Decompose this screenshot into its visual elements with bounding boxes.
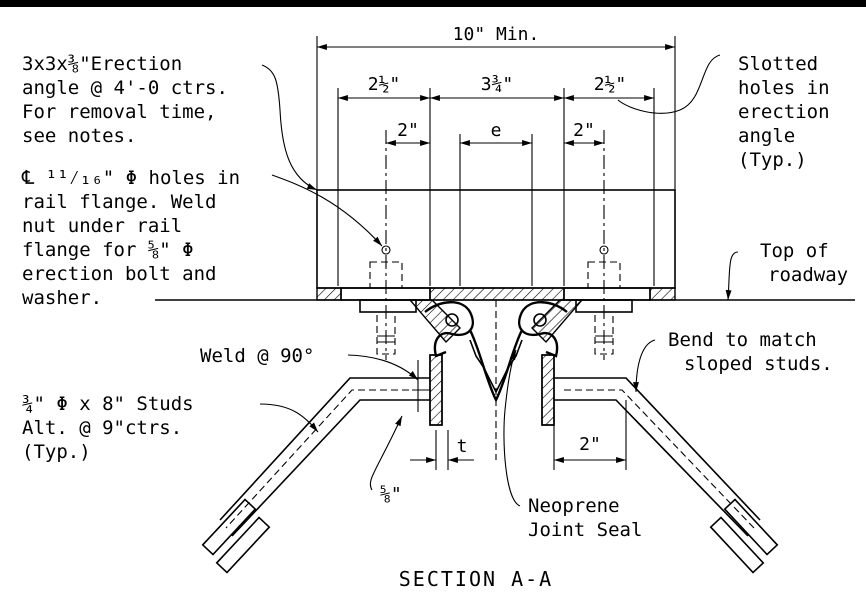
note-holes: ℄ ¹¹⁄₁₆" Φ holes in rail flange. Weld nu… — [21, 167, 240, 309]
dim-middle-span: 3¾" — [481, 74, 514, 95]
erection-bolts — [369, 245, 621, 355]
note-top-of-roadway: Top of roadway — [760, 240, 848, 286]
svg-text:erection: erection — [738, 101, 830, 123]
note-neoprene: Neoprene Joint Seal — [528, 495, 642, 541]
svg-text:rail flange. Weld: rail flange. Weld — [22, 191, 216, 213]
dim-t: t — [457, 436, 468, 457]
svg-text:angle @ 4'-0 ctrs.: angle @ 4'-0 ctrs. — [22, 77, 228, 99]
svg-text:Neoprene: Neoprene — [528, 495, 620, 517]
svg-text:¾" Φ x 8" Studs: ¾" Φ x 8" Studs — [22, 393, 194, 415]
dim-right-span: 2½" — [594, 74, 627, 95]
erection-angle — [316, 189, 676, 289]
note-bend: Bend to match sloped studs. — [668, 329, 833, 375]
svg-text:Slotted: Slotted — [738, 53, 818, 75]
svg-text:roadway: roadway — [768, 264, 848, 286]
dim-gap: e — [491, 120, 502, 141]
dim-overall: 10" Min. — [453, 24, 540, 45]
dimension-lines — [316, 36, 676, 286]
svg-text:(Typ.): (Typ.) — [738, 149, 807, 171]
dim-right-inner: 2" — [573, 120, 595, 141]
svg-text:For removal time,: For removal time, — [22, 101, 216, 123]
svg-text:Top of: Top of — [760, 240, 829, 262]
dim-left-span: 2½" — [368, 74, 401, 95]
svg-text:nut under rail: nut under rail — [22, 215, 182, 237]
leaders — [259, 54, 739, 507]
neoprene-seal — [468, 329, 524, 403]
section-title: SECTION A-A — [399, 567, 553, 591]
svg-text:see notes.: see notes. — [22, 125, 136, 147]
svg-text:washer.: washer. — [22, 287, 102, 309]
svg-text:flange for ⅝" Φ: flange for ⅝" Φ — [22, 239, 194, 261]
rail-right — [517, 299, 584, 426]
rail-left — [408, 299, 475, 426]
note-slotted-holes: Slotted holes in erection angle (Typ.) — [738, 53, 830, 171]
svg-text:Bend to match: Bend to match — [668, 329, 817, 351]
svg-text:holes in: holes in — [738, 77, 830, 99]
note-studs: ¾" Φ x 8" Studs Alt. @ 9"ctrs. (Typ.) — [22, 393, 194, 463]
svg-text:sloped studs.: sloped studs. — [684, 353, 833, 375]
svg-text:angle: angle — [738, 125, 795, 147]
svg-text:erection bolt and: erection bolt and — [22, 263, 216, 285]
svg-text:℄ ¹¹⁄₁₆" Φ holes in: ℄ ¹¹⁄₁₆" Φ holes in — [21, 167, 240, 189]
bottom-dimensions — [410, 400, 627, 470]
note-weld: Weld @ 90° — [200, 345, 314, 367]
svg-text:(Typ.): (Typ.) — [22, 441, 91, 463]
dim-five-eighths: ⅝" — [380, 484, 402, 505]
dim-stud-spacing: 2" — [579, 434, 601, 455]
studs-left — [201, 360, 430, 574]
dim-left-inner: 2" — [397, 120, 419, 141]
seal-plates — [316, 287, 676, 313]
bolt-center-lines — [385, 130, 605, 460]
svg-text:Alt. @ 9"ctrs.: Alt. @ 9"ctrs. — [22, 417, 182, 439]
svg-text:3x3x⅜"Erection: 3x3x⅜"Erection — [22, 53, 182, 75]
note-erection-angle: 3x3x⅜"Erection angle @ 4'-0 ctrs. For re… — [22, 53, 228, 147]
top-border — [0, 0, 866, 7]
svg-text:Joint Seal: Joint Seal — [528, 519, 642, 541]
studs-right — [554, 377, 779, 574]
